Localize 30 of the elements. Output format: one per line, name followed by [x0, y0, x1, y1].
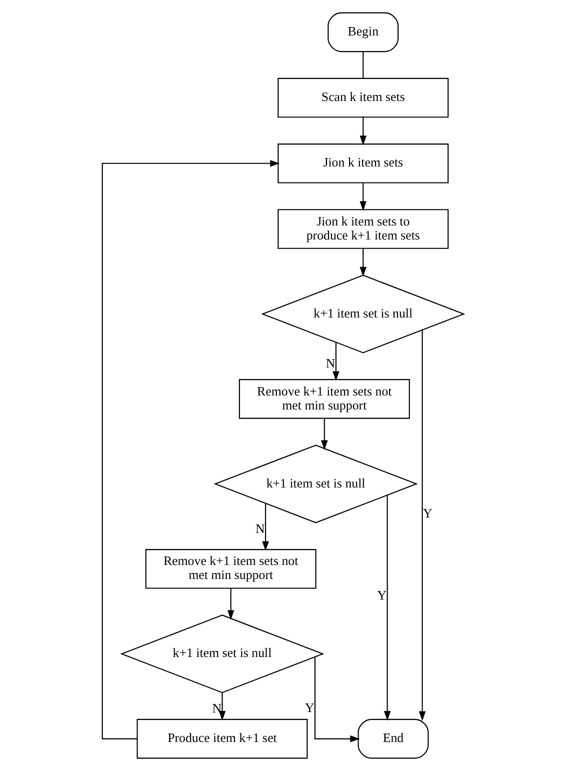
- node-diamond: k+1 item set is null: [120, 614, 324, 694]
- arrow: [418, 330, 426, 721]
- arrow: [218, 692, 226, 721]
- node-box: Jion k item sets to produce k+1 item sets: [278, 209, 449, 249]
- node-box: End: [358, 718, 429, 759]
- arrow: [314, 657, 360, 742]
- node-box: Jion k item sets: [278, 144, 449, 184]
- node-box: Remove k+1 item sets not met min support: [238, 379, 410, 419]
- arrow: [102, 160, 280, 740]
- node-box: Scan k item sets: [278, 78, 449, 118]
- edge-label: N: [326, 356, 336, 370]
- node-diamond: k+1 item set is null: [261, 274, 466, 354]
- arrow: [227, 588, 234, 620]
- arrow: [360, 248, 367, 277]
- node-box: Produce item k+1 set: [136, 718, 308, 759]
- node-box: Begin: [328, 12, 399, 52]
- connector: [362, 52, 364, 78]
- node-box: Remove k+1 item sets not met min support: [145, 548, 316, 589]
- edge-label: N: [255, 522, 265, 536]
- arrow: [384, 495, 391, 721]
- edge-label: N: [212, 702, 222, 716]
- arrow: [332, 342, 340, 381]
- arrow: [262, 504, 269, 551]
- edge-label: Y: [304, 701, 314, 716]
- edge-label: Y: [377, 588, 387, 603]
- arrow: [360, 183, 367, 211]
- edge-label: Y: [423, 506, 432, 520]
- node-diamond: k+1 item set is null: [214, 444, 418, 524]
- arrow: [321, 418, 328, 450]
- arrow: [360, 117, 367, 146]
